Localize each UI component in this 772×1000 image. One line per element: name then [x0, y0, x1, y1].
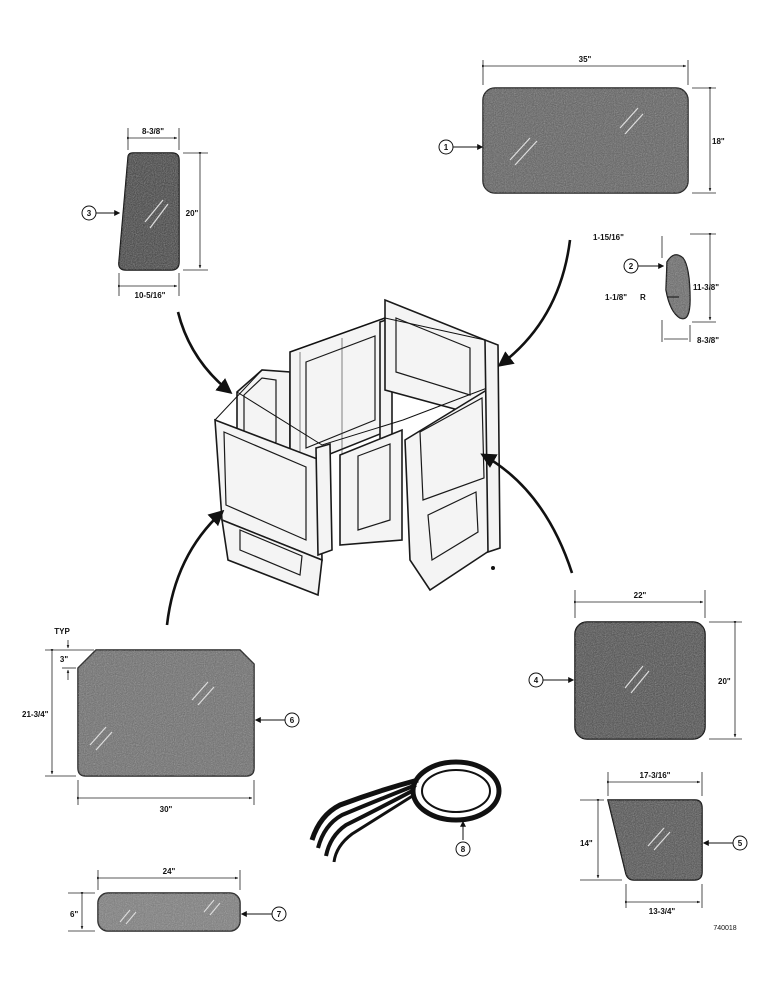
arrow-panel-3: [176, 311, 233, 394]
p3-bottom-label: 10-5/16": [135, 291, 166, 300]
p4-height-label: 20": [718, 677, 731, 686]
callout-8: 8: [461, 845, 466, 854]
callout-4: 4: [534, 676, 539, 685]
arrow-panel-4: [480, 453, 574, 574]
p6-typ-label: TYP: [54, 627, 70, 636]
callout-2: 2: [629, 262, 634, 271]
glass-panel-4: [528, 590, 742, 740]
p4-width-label: 22": [634, 591, 647, 600]
p1-height-label: 18": [712, 137, 725, 146]
callout-5: 5: [738, 839, 743, 848]
p7-height-label: 6": [70, 910, 78, 919]
glass-panel-5: [580, 772, 748, 908]
p7-width-label: 24": [163, 867, 176, 876]
p2-height-label: 11-3/8": [693, 283, 719, 292]
arrow-panel-6: [165, 509, 225, 626]
glass-panel-6: [45, 640, 300, 805]
arrow-panel-1: [497, 239, 572, 367]
p6-height-label: 21-3/4": [22, 710, 49, 719]
callout-3: 3: [87, 209, 92, 218]
callout-1: 1: [444, 143, 449, 152]
glass-panel-7: [68, 870, 287, 932]
p3-height-label: 20": [186, 209, 199, 218]
p2-radius-label: 1-1/8": [605, 293, 627, 302]
p6-corner-label: 3": [60, 655, 68, 664]
p5-top-label: 17-3/16": [640, 771, 671, 780]
p6-width-label: 30": [160, 805, 173, 814]
callout-7: 7: [277, 910, 282, 919]
seal-gasket-8: [309, 759, 502, 863]
glass-panel-3: [81, 128, 208, 296]
p5-height-label: 14": [580, 839, 593, 848]
p2-r-label: R: [640, 293, 646, 302]
p2-top-label: 1-15/16": [593, 233, 624, 242]
callout-6: 6: [290, 716, 295, 725]
glass-panel-1: [438, 60, 716, 194]
p1-width-label: 35": [579, 55, 592, 64]
figure-id: 740018: [713, 925, 736, 932]
p5-bottom-label: 13-3/4": [649, 907, 676, 916]
glass-panel-2: [623, 233, 716, 342]
cab-frame: [214, 298, 501, 597]
p3-top-label: 8-3/8": [142, 127, 164, 136]
p2-bottom-label: 8-3/8": [697, 336, 719, 345]
